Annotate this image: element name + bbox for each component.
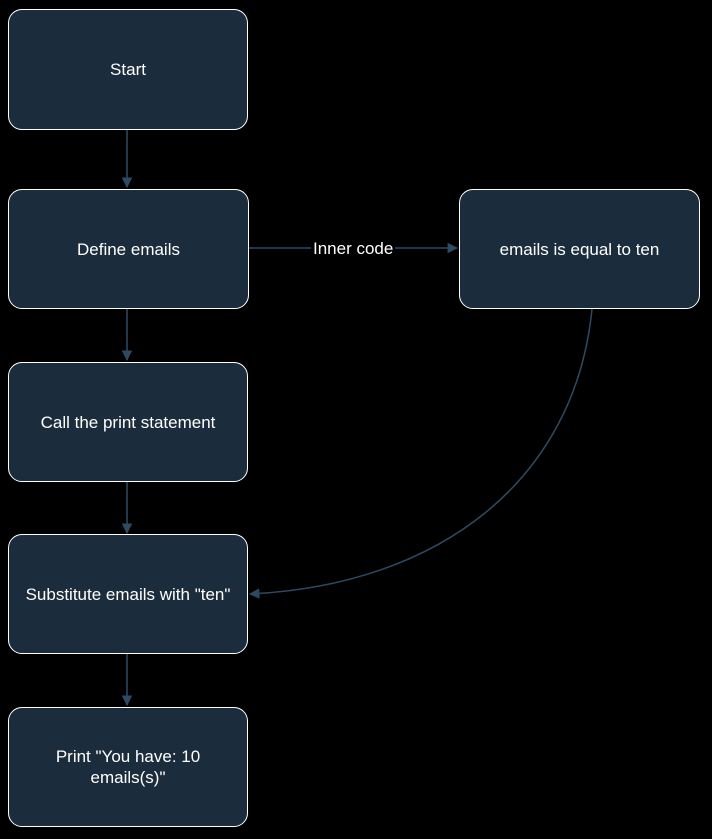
node-define-emails[interactable]: Define emails bbox=[8, 189, 249, 309]
node-substitute[interactable]: Substitute emails with "ten" bbox=[8, 534, 248, 654]
node-print-result-label: Print "You have: 10 emails(s)" bbox=[55, 747, 201, 787]
node-define-emails-label: Define emails bbox=[77, 239, 180, 259]
edge-equal-to-substitute bbox=[248, 308, 593, 599]
node-start-label: Start bbox=[110, 60, 146, 79]
node-emails-equal-ten-label: emails is equal to ten bbox=[499, 239, 660, 259]
edge-label-inner-code: Inner code bbox=[311, 238, 396, 259]
node-print-result[interactable]: Print "You have: 10 emails(s)" bbox=[8, 707, 248, 827]
node-call-print[interactable]: Call the print statement bbox=[8, 362, 248, 482]
node-substitute-label: Substitute emails with "ten" bbox=[25, 584, 231, 604]
node-emails-equal-ten[interactable]: emails is equal to ten bbox=[459, 189, 700, 309]
node-call-print-label: Call the print statement bbox=[40, 412, 216, 432]
node-start[interactable]: Start bbox=[8, 9, 248, 130]
